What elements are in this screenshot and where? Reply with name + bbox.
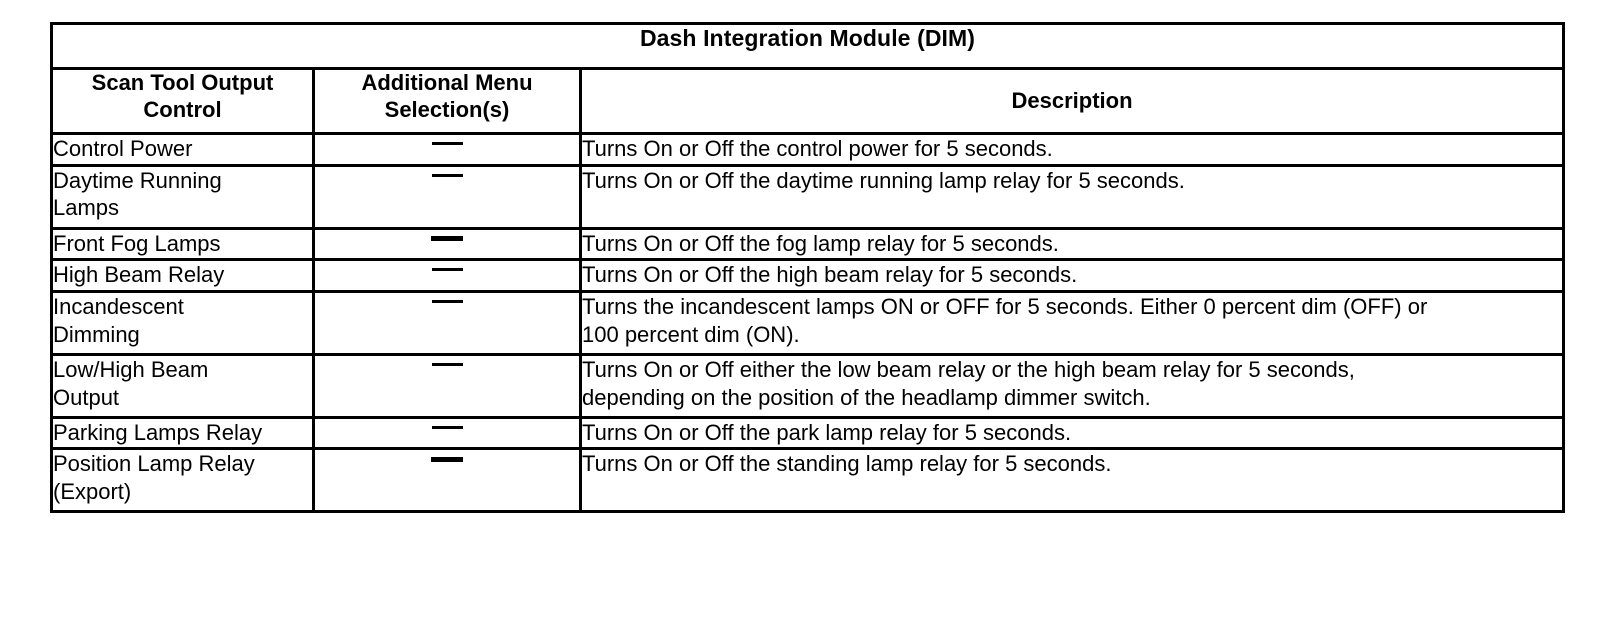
em-dash-icon bbox=[431, 142, 463, 146]
cell-scan-tool-output-control: Incandescent Dimming bbox=[50, 289, 315, 356]
cell-scan-tool-output-control: Daytime Running Lamps bbox=[50, 163, 315, 230]
cell-description: Turns On or Off the standing lamp relay … bbox=[579, 447, 1565, 514]
table-title: Dash Integration Module (DIM) bbox=[50, 22, 1565, 70]
table-row: Low/High Beam Output Turns On or Off eith… bbox=[50, 352, 1565, 419]
cell-additional-menu-selection bbox=[312, 415, 582, 451]
cell-additional-menu-selection bbox=[312, 258, 582, 293]
cell-scan-tool-output-control: Low/High Beam Output bbox=[50, 352, 315, 419]
table-row: Position Lamp Relay (Export) Turns On or … bbox=[50, 447, 1565, 514]
description-line: Turns On or Off the park lamp relay for … bbox=[582, 419, 1072, 445]
table-header-row: Scan Tool Output Control Additional Menu… bbox=[50, 67, 1565, 135]
cell-additional-menu-selection bbox=[312, 132, 582, 167]
description-line: Turns the incandescent lamps ON or OFF f… bbox=[582, 293, 1428, 319]
em-dash-icon bbox=[431, 173, 463, 177]
cell-additional-menu-selection bbox=[312, 163, 582, 230]
column-header-scan-tool-output-control: Scan Tool Output Control bbox=[50, 67, 315, 135]
em-dash-icon bbox=[431, 363, 463, 367]
em-dash-icon bbox=[431, 456, 463, 462]
description-line: depending on the position of the headlam… bbox=[582, 385, 1151, 411]
cell-scan-tool-output-control: Position Lamp Relay (Export) bbox=[50, 447, 315, 514]
description-line: Turns On or Off the high beam relay for … bbox=[582, 262, 1078, 288]
cell-description: Turns On or Off either the low beam rela… bbox=[579, 352, 1565, 419]
cell-additional-menu-selection bbox=[312, 352, 582, 419]
description-line: Turns On or Off the fog lamp relay for 5… bbox=[582, 230, 1059, 256]
table-row: Control Power Turns On or Off the control… bbox=[50, 132, 1565, 167]
column-header-additional-menu-selections: Additional Menu Selection(s) bbox=[312, 67, 582, 135]
column-header-description: Description bbox=[579, 67, 1565, 135]
dash-integration-module-table: Dash Integration Module (DIM) Scan Tool … bbox=[50, 22, 1565, 514]
cell-description: Turns On or Off the daytime running lamp… bbox=[579, 163, 1565, 230]
em-dash-icon bbox=[431, 300, 463, 304]
dim-table-container: Dash Integration Module (DIM) Scan Tool … bbox=[50, 22, 1565, 514]
cell-description: Turns On or Off the park lamp relay for … bbox=[579, 415, 1565, 451]
table-row: Daytime Running Lamps Turns On or Off the… bbox=[50, 163, 1565, 230]
table-row: Incandescent Dimming Turns the incandesce… bbox=[50, 289, 1565, 356]
description-line: Turns On or Off either the low beam rela… bbox=[582, 356, 1355, 382]
description-line: Turns On or Off the standing lamp relay … bbox=[582, 451, 1112, 477]
table-row: Parking Lamps Relay Turns On or Off the p… bbox=[50, 415, 1565, 451]
cell-scan-tool-output-control: Control Power bbox=[50, 132, 315, 167]
cell-scan-tool-output-control: High Beam Relay bbox=[50, 258, 315, 293]
em-dash-icon bbox=[431, 235, 463, 241]
em-dash-icon bbox=[431, 268, 463, 272]
table-row: Front Fog Lamps Turns On or Off the fog l… bbox=[50, 226, 1565, 262]
cell-description: Turns On or Off the fog lamp relay for 5… bbox=[579, 226, 1565, 262]
cell-additional-menu-selection bbox=[312, 447, 582, 514]
cell-additional-menu-selection bbox=[312, 289, 582, 356]
description-line: Turns On or Off the control power for 5 … bbox=[582, 136, 1053, 161]
description-line: 100 percent dim (ON). bbox=[582, 322, 800, 348]
table-row: High Beam Relay Turns On or Off the high … bbox=[50, 258, 1565, 293]
em-dash-icon bbox=[431, 426, 463, 430]
cell-description: Turns On or Off the control power for 5 … bbox=[579, 132, 1565, 167]
cell-description: Turns On or Off the high beam relay for … bbox=[579, 258, 1565, 293]
cell-description: Turns the incandescent lamps ON or OFF f… bbox=[579, 289, 1565, 356]
description-line: Turns On or Off the daytime running lamp… bbox=[582, 167, 1185, 193]
cell-additional-menu-selection bbox=[312, 226, 582, 262]
table-body: Dash Integration Module (DIM) Scan Tool … bbox=[50, 22, 1565, 514]
cell-scan-tool-output-control: Parking Lamps Relay bbox=[50, 415, 315, 451]
cell-scan-tool-output-control: Front Fog Lamps bbox=[50, 226, 315, 262]
table-title-row: Dash Integration Module (DIM) bbox=[50, 22, 1565, 70]
